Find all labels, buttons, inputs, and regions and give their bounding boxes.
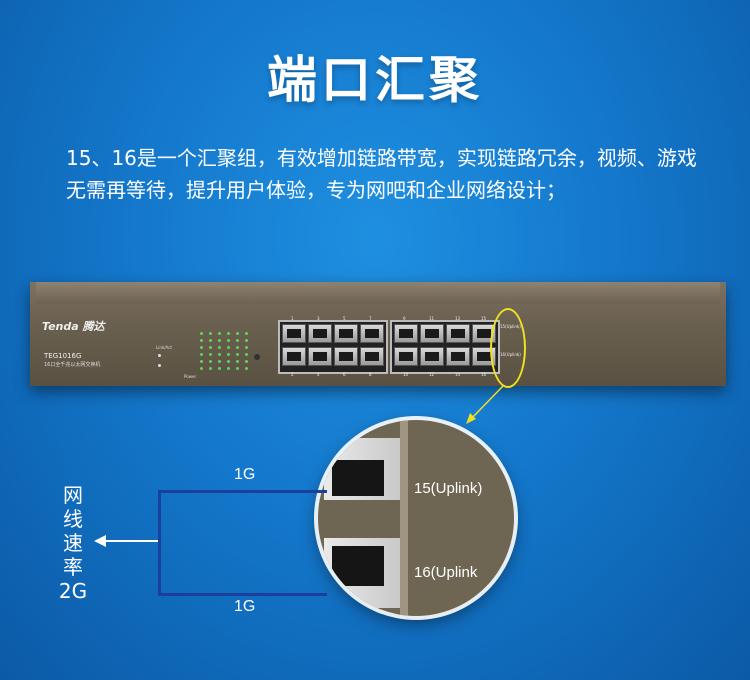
link-bracket xyxy=(158,490,327,596)
port-led xyxy=(209,339,212,342)
port-number: 14 xyxy=(455,372,461,377)
port-led xyxy=(218,360,221,363)
switch-device: Tenda 腾达 TEG1016G 16口全千兆以太网交换机 Link/Act … xyxy=(30,282,726,386)
ethernet-port xyxy=(308,324,332,343)
port-number: 6 xyxy=(343,372,346,377)
page-title: 端口汇聚 xyxy=(267,51,483,109)
port-led xyxy=(227,360,230,363)
port-led xyxy=(227,367,230,370)
reset-button-icon xyxy=(254,354,260,360)
port-number: 9 xyxy=(403,316,406,321)
port-led xyxy=(245,346,248,349)
port-number: 12 xyxy=(429,372,435,377)
combined-char: 网 xyxy=(63,483,83,507)
port-number: 4 xyxy=(317,372,320,377)
port-led xyxy=(218,346,221,349)
port-led xyxy=(236,339,239,342)
port-led xyxy=(218,353,221,356)
combined-char: 率 xyxy=(63,555,83,579)
ethernet-port xyxy=(360,347,384,366)
ethernet-port xyxy=(446,324,470,343)
status-led xyxy=(158,354,161,357)
port-led xyxy=(218,367,221,370)
port-number: 13 xyxy=(455,316,461,321)
port-number: 15 xyxy=(481,316,487,321)
combined-char: 2G xyxy=(58,579,88,603)
ethernet-port xyxy=(282,347,306,366)
ethernet-port xyxy=(420,324,444,343)
port-led xyxy=(218,339,221,342)
combined-speed-label: 网 线 速 率 2G xyxy=(58,483,88,603)
port-number: 3 xyxy=(317,316,320,321)
port-number: 7 xyxy=(369,316,372,321)
zoom-label-16: 16(Uplink xyxy=(414,564,478,581)
port-led xyxy=(227,346,230,349)
port-led xyxy=(209,360,212,363)
port-led xyxy=(227,339,230,342)
port-led xyxy=(236,332,239,335)
zoom-port-16 xyxy=(324,538,400,608)
ethernet-port xyxy=(394,347,418,366)
bottom-link-speed: 1G xyxy=(234,598,256,615)
zoom-divider xyxy=(400,420,408,616)
led-label-power: Power xyxy=(184,374,197,379)
status-led xyxy=(158,364,161,367)
port-led xyxy=(209,346,212,349)
port-led xyxy=(200,360,203,363)
led-label-link: Link/Act xyxy=(156,345,172,350)
port-number: 1 xyxy=(291,316,294,321)
ethernet-port xyxy=(334,347,358,366)
port-led xyxy=(245,353,248,356)
ethernet-port xyxy=(446,347,470,366)
port-led xyxy=(209,353,212,356)
port-number: 8 xyxy=(369,372,372,377)
port-led xyxy=(227,353,230,356)
port-number: 11 xyxy=(429,316,435,321)
ethernet-port xyxy=(360,324,384,343)
zoom-magnifier: 15(Uplink) 16(Uplink xyxy=(318,420,514,616)
combined-char: 速 xyxy=(63,531,83,555)
port-led xyxy=(200,353,203,356)
ethernet-port xyxy=(308,347,332,366)
switch-model: TEG1016G xyxy=(44,352,82,360)
description-text: 15、16是一个汇聚组，有效增加链路带宽，实现链路冗余，视频、游戏无需再等待，提… xyxy=(66,146,697,202)
port-led xyxy=(236,353,239,356)
port-led xyxy=(236,346,239,349)
port-number: 10 xyxy=(403,372,409,377)
port-number: 16 xyxy=(481,372,487,377)
top-link-speed: 1G xyxy=(234,466,256,483)
ethernet-port xyxy=(394,324,418,343)
port-led xyxy=(236,367,239,370)
ethernet-port xyxy=(282,324,306,343)
port-led xyxy=(200,367,203,370)
zoom-label-15: 15(Uplink) xyxy=(414,480,483,497)
port-led xyxy=(200,332,203,335)
switch-model-desc: 16口全千兆以太网交换机 xyxy=(44,362,101,368)
port-number: 5 xyxy=(343,316,346,321)
combined-char: 线 xyxy=(63,507,83,531)
port-led xyxy=(209,367,212,370)
ethernet-port xyxy=(334,324,358,343)
port-led xyxy=(245,360,248,363)
port-led xyxy=(218,332,221,335)
port-led xyxy=(245,332,248,335)
ethernet-port xyxy=(420,347,444,366)
port-led xyxy=(227,332,230,335)
port-led xyxy=(200,346,203,349)
zoom-port-15 xyxy=(324,438,400,500)
port-led xyxy=(245,339,248,342)
port-number: 2 xyxy=(291,372,294,377)
port-led xyxy=(245,367,248,370)
port-led xyxy=(209,332,212,335)
switch-brand: Tenda 腾达 xyxy=(42,320,105,333)
switch-top-face xyxy=(36,282,720,304)
port-led xyxy=(200,339,203,342)
port-led xyxy=(236,360,239,363)
uplink-highlight-ellipse xyxy=(490,308,526,388)
